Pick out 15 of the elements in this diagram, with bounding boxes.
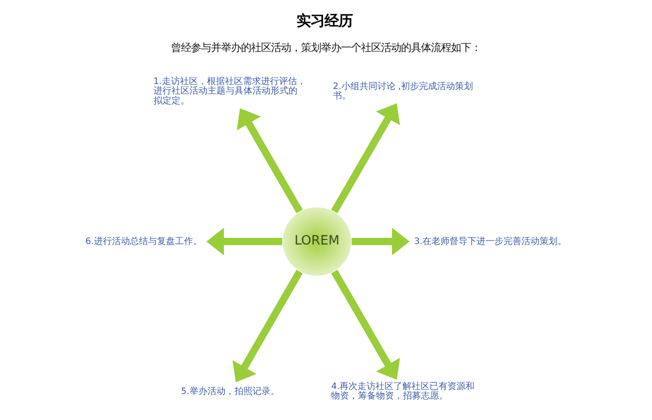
arrow — [232, 270, 303, 382]
diagram-title: 实习经历 — [296, 13, 353, 30]
node-text: 2.小组共同讨论 ,初步完成活动策划书。 — [332, 82, 473, 102]
node-text: 5.举办活动，拍照记录。 — [181, 386, 280, 397]
arrow — [331, 270, 400, 380]
arrow — [206, 228, 282, 256]
label: 曾经参与并举办的社区活动，策划举办一个社区活动的具体流程如下： — [170, 42, 481, 54]
node-text: 3.在老师督导下进一步完善活动策划。 — [414, 236, 567, 247]
node-text: 4.再次走访社区了解社区已有资源和物资，筹备物资，招募志愿。 — [331, 382, 475, 402]
arrow — [352, 228, 410, 256]
node-text: 6.进行活动总结与复盘工作。 — [85, 236, 202, 247]
arrow — [236, 108, 303, 214]
node-text: 1.走访社区，根据社区需求进行评估，进行社区活动主题与具体活动形式的拟定定。 — [153, 76, 306, 106]
node-circle: LOREM — [282, 206, 352, 276]
arrow — [331, 103, 400, 214]
